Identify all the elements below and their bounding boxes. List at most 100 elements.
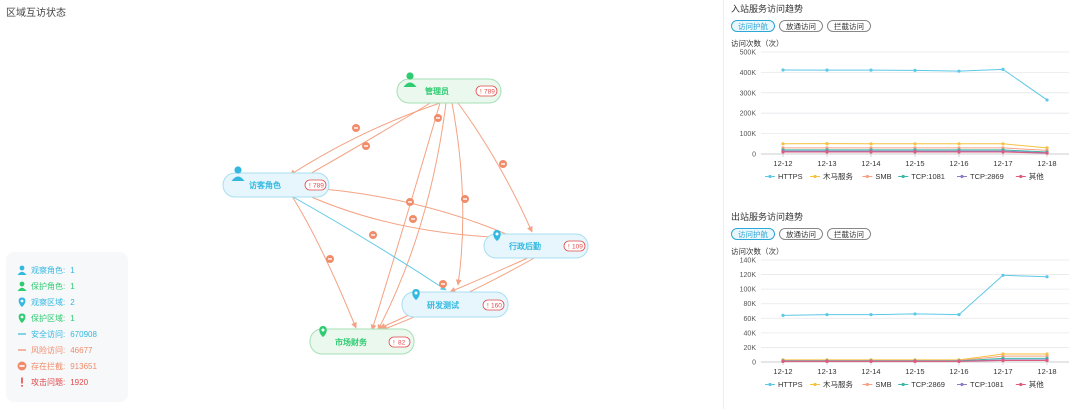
legend-row: 攻击问题: 1920: [16, 374, 128, 390]
legend-item: TCP:1081: [898, 172, 945, 181]
data-point: [1045, 358, 1049, 363]
data-point: [913, 312, 917, 316]
data-point: [913, 359, 917, 364]
edge-visitor-admin[interactable]: [291, 96, 441, 185]
legend-value: 1: [70, 265, 75, 275]
data-point: [1001, 352, 1005, 356]
x-tick-label: 12-14: [861, 367, 880, 376]
legend-row: 存在拦截: 913651: [16, 358, 128, 374]
y-tick-label: 20K: [744, 345, 757, 352]
tab-allowed[interactable]: 放通访问: [779, 228, 823, 240]
x-tick-label: 12-13: [817, 159, 836, 168]
x-tick-label: 12-13: [817, 367, 836, 376]
node-admin[interactable]: 管理员 ! 789: [396, 72, 502, 104]
tab-escort[interactable]: 访问护航: [731, 20, 775, 32]
legend-swatch-dot: [768, 382, 772, 387]
block-icon[interactable]: [326, 255, 334, 263]
badge-count: 82: [398, 340, 406, 347]
legend-text: 其他: [1029, 379, 1044, 389]
edge-visitor-market[interactable]: [289, 192, 357, 329]
legend-text: 木马服务: [823, 379, 853, 389]
legend-label: 风险访问:: [31, 345, 66, 355]
block-icon[interactable]: [362, 142, 370, 150]
location-pin-icon: [493, 230, 501, 241]
data-point: [869, 359, 873, 364]
edge-admin-logistics[interactable]: [457, 102, 533, 233]
legend-text: SMB: [875, 380, 891, 389]
data-point: [1045, 98, 1049, 102]
block-icon[interactable]: [439, 280, 447, 288]
legend-item: 其他: [1015, 171, 1044, 181]
legend-label: 观察区域:: [31, 297, 66, 307]
edge-admin-rnd[interactable]: [451, 102, 464, 286]
node-visitor[interactable]: 访客角色 ! 789: [222, 166, 330, 198]
x-tick-label: 12-12: [773, 159, 792, 168]
legend-item: 木马服务: [810, 379, 853, 389]
block-icon[interactable]: [499, 160, 507, 168]
legend-row: 观察区域: 2: [16, 294, 128, 310]
block-markers: [326, 114, 507, 305]
edge-visitor-logistics[interactable]: [299, 186, 521, 241]
data-point: [1045, 352, 1049, 356]
tab-allowed[interactable]: 放通访问: [779, 20, 823, 32]
x-tick-label: 12-15: [905, 159, 924, 168]
node-label: 研发测试: [427, 300, 459, 310]
exclamation-icon: !: [393, 340, 395, 347]
edge-logistics-rnd[interactable]: [449, 256, 531, 293]
edge-visitor-rnd[interactable]: [295, 189, 517, 241]
tab-blocked[interactable]: 拦截访问: [827, 228, 871, 240]
node-rnd[interactable]: 研发测试 ! 160: [401, 289, 509, 318]
edge-admin-market-2[interactable]: [377, 102, 447, 331]
data-point: [781, 313, 785, 317]
node-market[interactable]: 市场财务 ! 82: [309, 326, 415, 355]
y-tick-label: 200K: [740, 111, 757, 118]
edge-visitor-rnd-safe[interactable]: [285, 192, 447, 291]
legend-row: 保护角色: 1: [16, 278, 128, 294]
outbound-ylabel: 访问次数（次）: [731, 247, 784, 256]
block-icon[interactable]: [406, 198, 414, 206]
data-point: [781, 68, 785, 72]
data-point: [825, 359, 829, 364]
y-tick-label: 0: [752, 152, 756, 159]
node-label: 市场财务: [335, 337, 368, 347]
tab-escort[interactable]: 访问护航: [731, 228, 775, 240]
y-tick-label: 80K: [744, 301, 757, 308]
edge-admin-visitor[interactable]: [289, 102, 441, 176]
block-icon[interactable]: [434, 114, 442, 122]
vertical-divider: [723, 0, 724, 409]
tab-blocked[interactable]: 拦截访问: [827, 20, 871, 32]
legend-row: 风险访问: 46677: [16, 342, 128, 358]
block-icon[interactable]: [352, 124, 360, 132]
y-tick-label: 60K: [744, 316, 757, 323]
x-tick-label: 12-12: [773, 367, 792, 376]
user-icon: [16, 264, 28, 276]
y-tick-label: 0: [752, 360, 756, 367]
exclamation-icon: !: [309, 183, 311, 190]
alert-badge: [388, 336, 411, 348]
legend-text: 木马服务: [823, 171, 853, 181]
location-pin-icon: [16, 312, 28, 324]
legend-item: TCP:1081: [957, 380, 1004, 389]
legend-row: 安全访问: 670908: [16, 326, 128, 342]
block-icon[interactable]: [461, 195, 469, 203]
edge-admin-market-1[interactable]: [370, 102, 441, 331]
node-logistics[interactable]: 行政后勤 ! 109: [483, 230, 589, 259]
data-point: [825, 150, 829, 154]
legend-text: SMB: [875, 172, 891, 181]
line-icon: [16, 344, 28, 356]
node-label: 行政后勤: [508, 241, 541, 251]
legend-panel: 观察角色: 1 保护角色: 1 观察区域: 2 保护区域: 1 安全访问:: [6, 252, 128, 402]
node-label: 访客角色: [249, 180, 281, 190]
legend-item: SMB: [862, 172, 892, 181]
legend-label: 存在拦截:: [31, 361, 66, 371]
series-line: [782, 68, 1048, 101]
block-icon[interactable]: [369, 231, 377, 239]
legend-swatch-dot: [960, 382, 964, 387]
data-point: [957, 142, 961, 146]
data-point: [957, 313, 961, 317]
legend-item: 其他: [1015, 379, 1044, 389]
block-icon[interactable]: [409, 215, 417, 223]
topology-area: 区域互访状态: [6, 8, 589, 402]
